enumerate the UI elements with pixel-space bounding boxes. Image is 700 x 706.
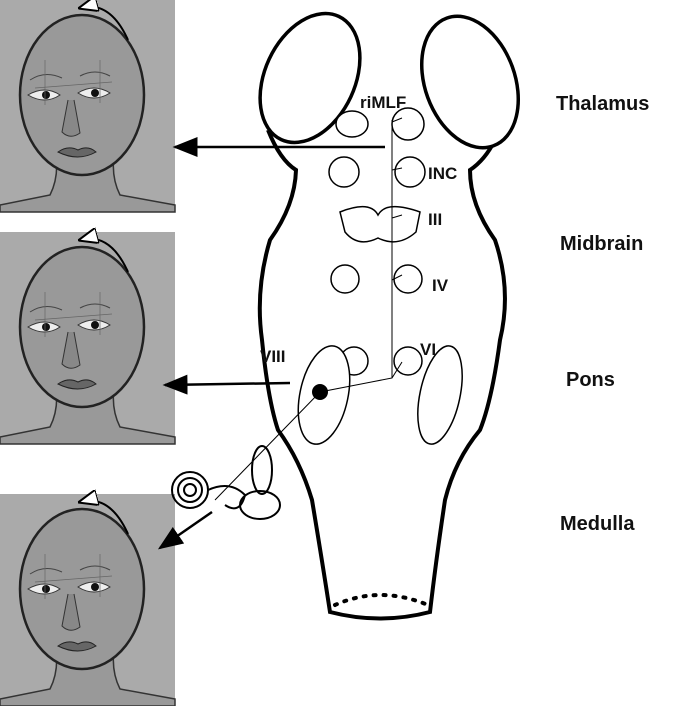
inc-right [394, 156, 426, 188]
rimlf-right [391, 107, 425, 141]
label-pons: Pons [566, 369, 615, 391]
inner-ear [171, 445, 281, 520]
label-midbrain: Midbrain [560, 233, 643, 255]
brainstem-outline [257, 129, 507, 621]
abducens-right [393, 346, 423, 376]
label-viii: VIII [260, 347, 286, 366]
thalamus-right [419, 14, 521, 150]
inc-left [328, 156, 360, 188]
oculomotor-nucleus [339, 206, 421, 243]
label-iii: III [428, 210, 442, 229]
label-thalamus: Thalamus [556, 93, 649, 115]
trochlear-left [330, 264, 360, 294]
arrow-pons-level [162, 374, 291, 395]
face-rotation-top [0, 0, 175, 212]
medulla-cut [333, 593, 430, 607]
label-vi: VI [420, 340, 436, 359]
thalamus-left [258, 11, 362, 145]
rimlf-left [335, 110, 369, 138]
trochlear-right [393, 264, 423, 294]
label-inc: INC [428, 164, 457, 183]
vestibular-nucleus-right [417, 345, 463, 445]
face-rotation-middle [0, 232, 175, 444]
label-medulla: Medulla [560, 513, 635, 535]
face-rotation-bottom [0, 494, 175, 706]
label-iv: IV [432, 276, 449, 295]
neural-pathway [214, 117, 403, 501]
label-rimlf: riMLF [360, 93, 406, 112]
arrow-ear [157, 510, 213, 550]
